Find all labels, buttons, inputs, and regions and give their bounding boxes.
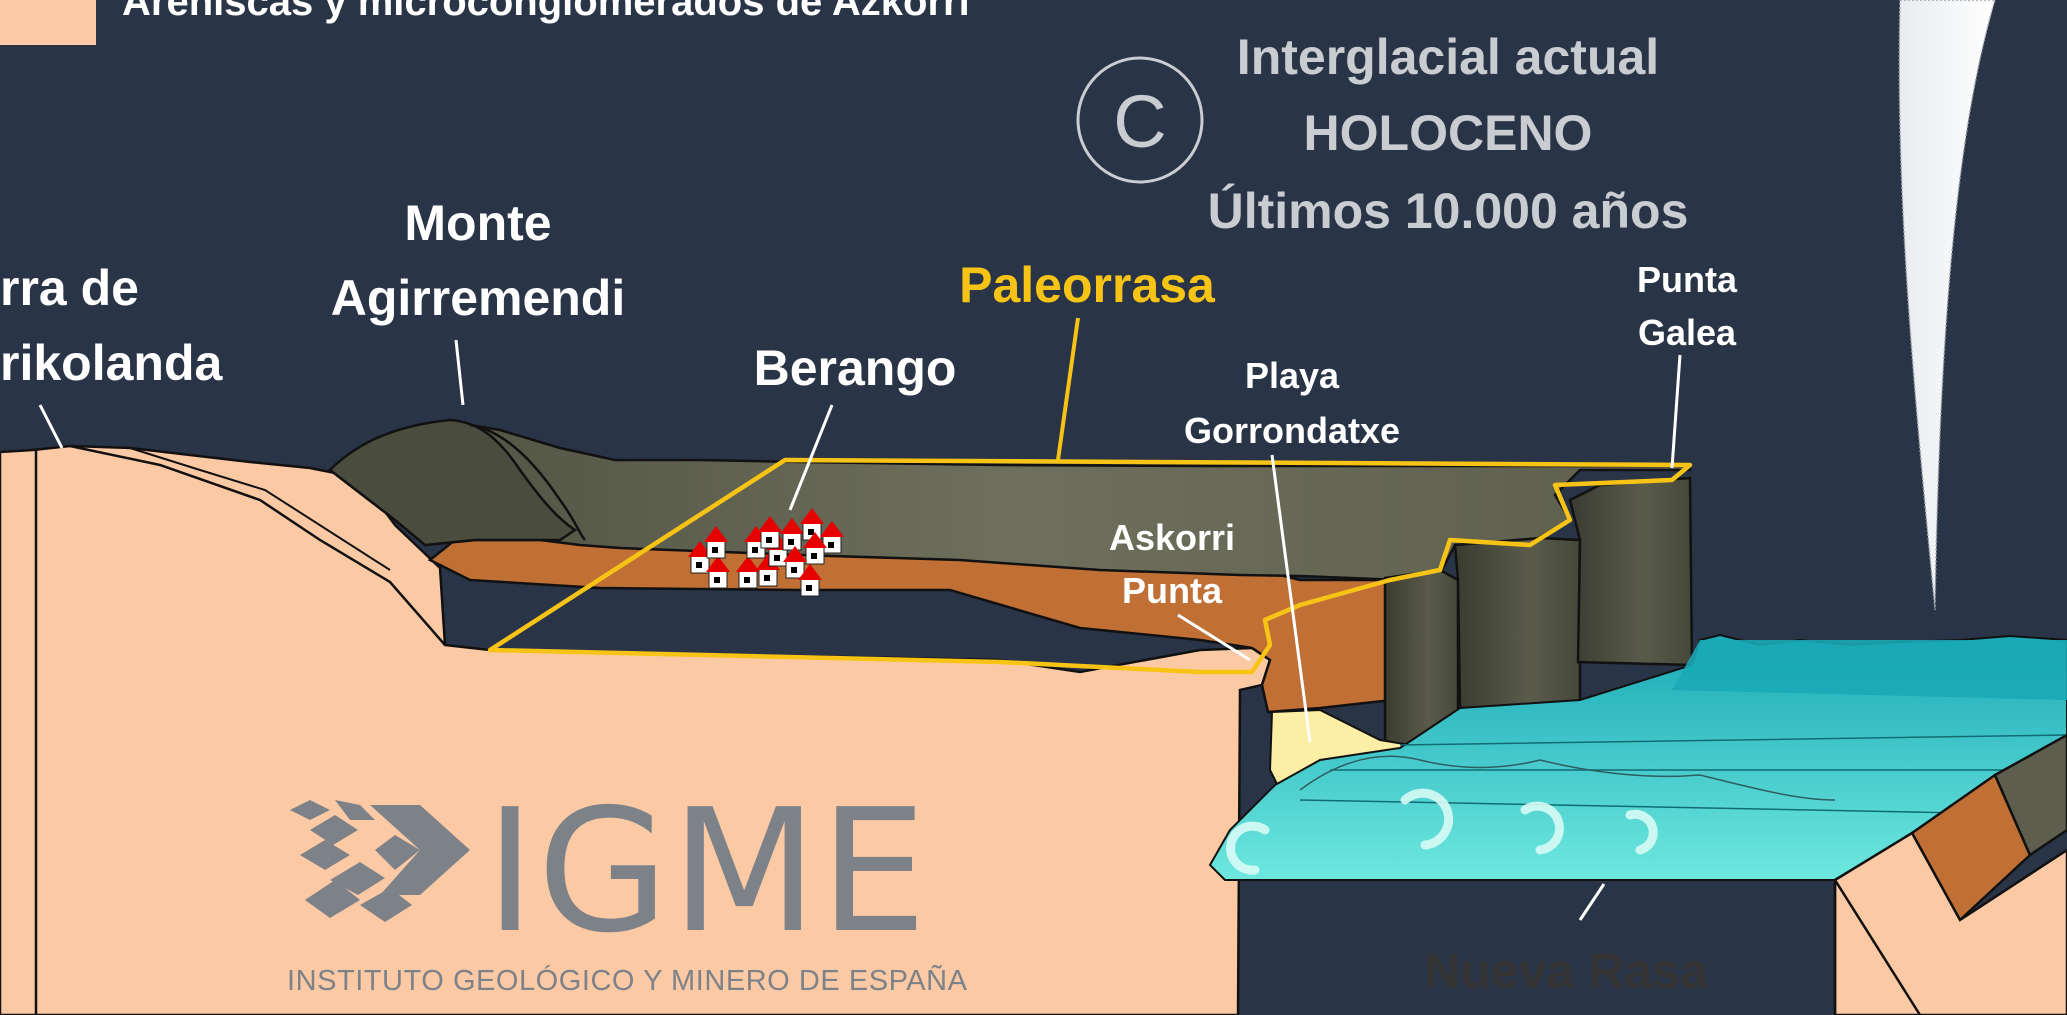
sea-deep-band xyxy=(1672,640,2067,700)
label-punta-galea-line1: Punta xyxy=(1637,259,1738,300)
label-sierra-line2: rikolanda xyxy=(0,335,223,391)
cliff-pillar xyxy=(1453,536,1582,710)
legend-swatch xyxy=(0,0,96,45)
monte-agirremendi-hill xyxy=(328,418,578,547)
strata-line xyxy=(129,447,391,571)
swell-arrow-icon xyxy=(1226,788,1658,875)
strata-line xyxy=(69,444,446,646)
label-berango: Berango xyxy=(754,340,957,396)
label-monte-line1: Monte xyxy=(404,195,551,251)
period-title-line2: HOLOCENO xyxy=(1304,105,1593,161)
period-title-line3: Últimos 10.000 años xyxy=(1208,183,1689,239)
period-title-line1: Interglacial actual xyxy=(1237,29,1659,85)
label-monte-line2: Agirremendi xyxy=(331,270,626,326)
legend-text: Areniscas y microconglomerados de Azkorr… xyxy=(122,0,970,24)
label-askorri-line1: Askorri xyxy=(1109,517,1235,558)
shelf-sandstone xyxy=(1833,831,2067,1015)
label-nueva-rasa: Nueva Rasa xyxy=(1424,943,1709,999)
label-askorri-line2: Punta xyxy=(1122,570,1223,611)
paleorrasa-outline xyxy=(487,457,1693,675)
sea-floor-line xyxy=(1299,755,1836,801)
copyright-icon xyxy=(1076,56,1204,184)
label-punta-galea-line2: Galea xyxy=(1638,312,1737,353)
label-playa-line1: Playa xyxy=(1245,355,1340,396)
copyright-symbol: C xyxy=(1113,80,1166,163)
igme-logo-name: IGME xyxy=(485,773,929,971)
leader-lines xyxy=(38,339,1682,921)
shelf-rock xyxy=(1993,733,2067,857)
paleorrasa-leader xyxy=(1056,317,1080,461)
label-sierra-line1: rra de xyxy=(0,260,139,316)
igme-logo-mark xyxy=(290,800,470,922)
smoke-plume xyxy=(1898,0,1996,611)
house-icon xyxy=(688,508,844,597)
label-playa-line2: Gorrondatxe xyxy=(1184,410,1400,451)
label-paleorrasa: Paleorrasa xyxy=(959,257,1216,313)
igme-logo-subtitle: INSTITUTO GEOLÓGICO Y MINERO DE ESPAÑA xyxy=(287,963,968,997)
cliff-pillar xyxy=(1568,476,1694,667)
